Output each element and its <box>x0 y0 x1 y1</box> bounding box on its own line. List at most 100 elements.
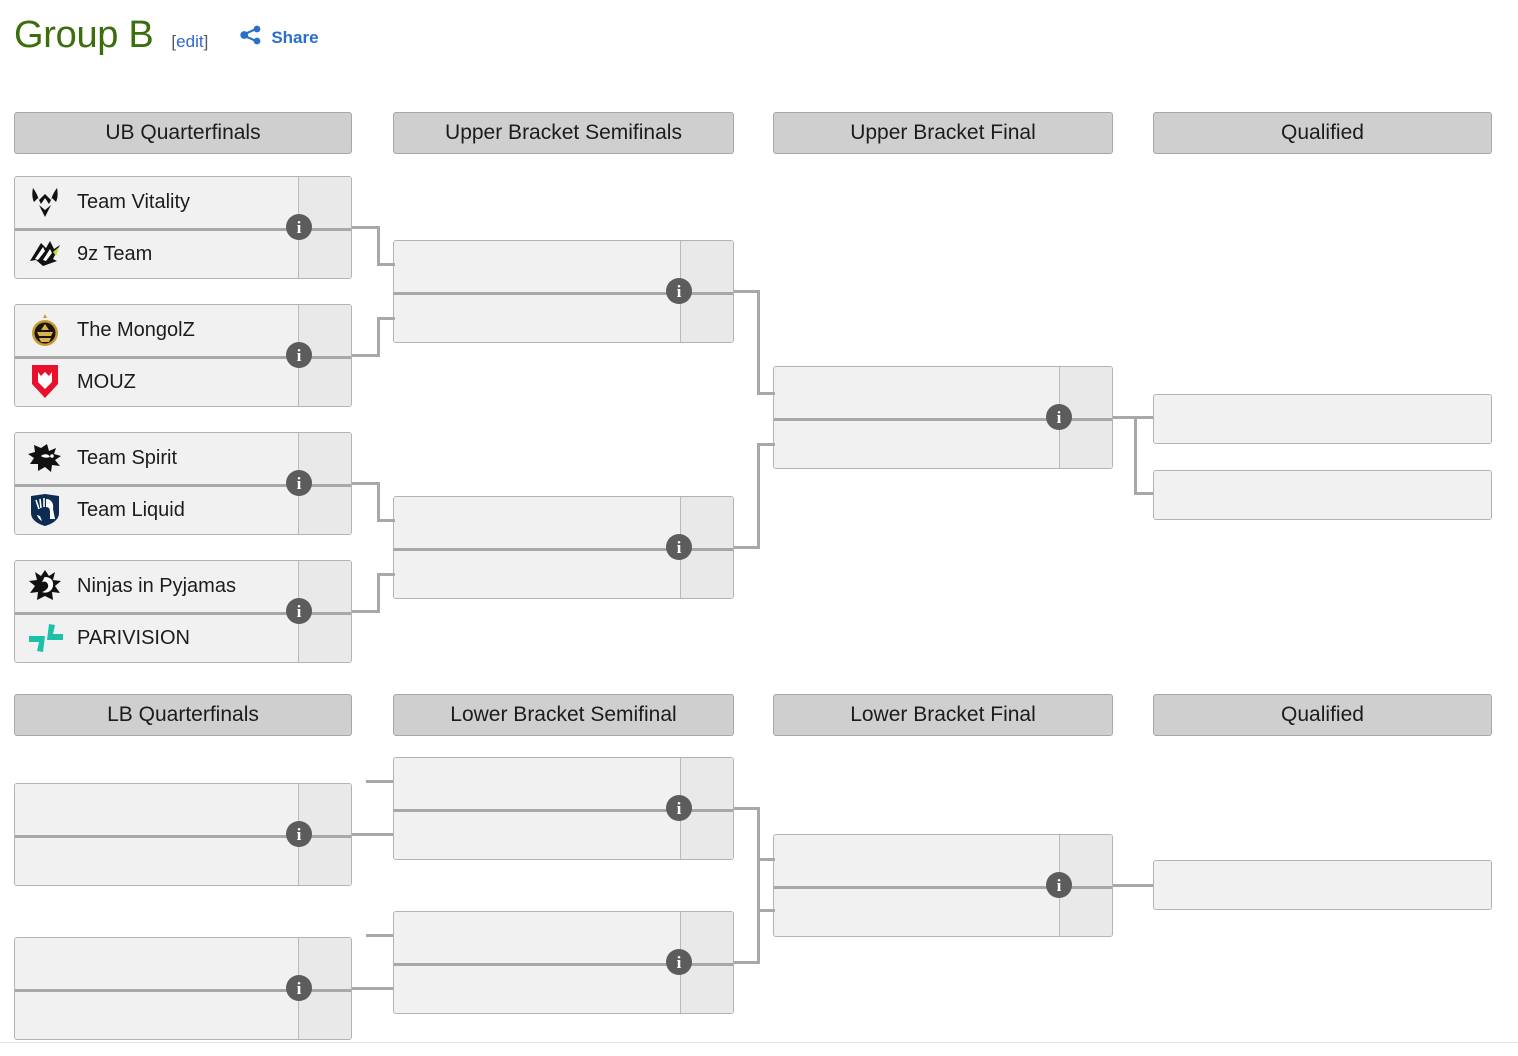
page-title: Group B <box>14 14 154 56</box>
team-cell[interactable] <box>1154 395 1491 443</box>
connector <box>757 290 760 395</box>
score-cell <box>298 991 351 1039</box>
connector <box>377 317 380 357</box>
match-ub-sf-2[interactable] <box>393 496 734 599</box>
team-name: Ninjas in Pyjamas <box>77 574 236 597</box>
team-cell[interactable] <box>394 966 680 1014</box>
team-cell[interactable] <box>394 551 680 599</box>
match-row[interactable] <box>15 938 351 989</box>
connector <box>366 934 393 937</box>
info-icon[interactable]: i <box>286 821 312 847</box>
info-icon[interactable]: i <box>666 534 692 560</box>
share-label: Share <box>271 27 319 47</box>
match-row[interactable]: Ninjas in Pyjamas <box>15 561 351 612</box>
team-name: PARIVISION <box>77 626 190 649</box>
team-cell[interactable]: Team Vitality <box>15 177 298 228</box>
match-row[interactable] <box>394 547 733 599</box>
team-cell[interactable]: The MongolZ <box>15 305 298 356</box>
round-header-lb-final: Lower Bracket Final <box>773 694 1113 736</box>
team-cell[interactable] <box>394 497 680 548</box>
info-icon[interactable]: i <box>666 278 692 304</box>
team-cell[interactable] <box>394 241 680 292</box>
team-cell[interactable]: MOUZ <box>15 359 298 407</box>
match-row[interactable] <box>774 417 1112 469</box>
team-cell[interactable]: Team Spirit <box>15 433 298 484</box>
team-cell[interactable]: Team Liquid <box>15 487 298 535</box>
team-cell[interactable] <box>394 912 680 963</box>
connector <box>757 392 775 395</box>
the-mongolz-logo <box>25 312 65 348</box>
round-header-lb-semifinal: Lower Bracket Semifinal <box>393 694 734 736</box>
round-header-ub-quarterfinals: UB Quarterfinals <box>14 112 352 154</box>
team-cell[interactable] <box>774 421 1059 469</box>
connector <box>757 858 775 861</box>
score-cell <box>298 837 351 885</box>
score-cell <box>680 811 733 859</box>
match-ub-qf-2[interactable]: The MongolZ MOUZ <box>14 304 352 407</box>
connector <box>757 858 760 964</box>
connector <box>352 482 380 485</box>
score-cell <box>298 230 351 278</box>
info-icon[interactable]: i <box>286 470 312 496</box>
team-cell[interactable]: 9z Team <box>15 231 298 279</box>
match-row[interactable] <box>1154 395 1491 443</box>
info-icon[interactable]: i <box>286 214 312 240</box>
team-cell[interactable] <box>1154 471 1491 519</box>
team-cell[interactable] <box>774 889 1059 937</box>
team-name: MOUZ <box>77 370 136 393</box>
team-cell[interactable] <box>15 838 298 886</box>
info-icon[interactable]: i <box>1046 872 1072 898</box>
team-cell[interactable] <box>774 367 1059 418</box>
connector <box>377 263 395 266</box>
edit-label[interactable]: edit <box>176 32 204 51</box>
connector <box>757 909 775 912</box>
parivision-logo <box>25 620 65 656</box>
connector <box>377 519 395 522</box>
team-vitality-logo <box>25 184 65 220</box>
info-icon[interactable]: i <box>286 598 312 624</box>
score-cell <box>680 497 733 548</box>
team-cell[interactable] <box>394 812 680 860</box>
edit-link[interactable]: [edit] <box>171 32 208 52</box>
connector <box>1134 492 1153 495</box>
round-header-lb-quarterfinals: LB Quarterfinals <box>14 694 352 736</box>
connector <box>1113 884 1153 887</box>
connector <box>366 780 393 783</box>
info-icon[interactable]: i <box>286 975 312 1001</box>
info-icon[interactable]: i <box>1046 404 1072 430</box>
team-cell[interactable]: PARIVISION <box>15 615 298 663</box>
qualified-slot-lb-1[interactable] <box>1153 860 1492 910</box>
team-cell[interactable] <box>15 938 298 989</box>
match-lb-qf-1[interactable] <box>14 783 352 886</box>
qualified-slot-ub-2[interactable] <box>1153 470 1492 520</box>
connector <box>1134 416 1137 494</box>
ninjas-in-pyjamas-logo <box>25 568 65 604</box>
edit-bracket-open: [ <box>171 32 177 51</box>
connector <box>352 354 380 357</box>
match-row[interactable] <box>1154 861 1491 909</box>
share-icon <box>240 25 262 50</box>
connector <box>734 546 760 549</box>
info-icon[interactable]: i <box>666 949 692 975</box>
match-row[interactable]: The MongolZ <box>15 305 351 356</box>
info-icon[interactable]: i <box>286 342 312 368</box>
team-cell[interactable] <box>1154 861 1491 909</box>
team-cell[interactable] <box>15 992 298 1040</box>
connector <box>734 807 760 810</box>
team-cell[interactable] <box>774 835 1059 886</box>
team-name: The MongolZ <box>77 318 195 341</box>
team-name: Team Spirit <box>77 446 178 469</box>
team-cell[interactable] <box>15 784 298 835</box>
qualified-slot-ub-1[interactable] <box>1153 394 1492 444</box>
connector <box>734 290 760 293</box>
match-ub-final[interactable] <box>773 366 1113 469</box>
team-cell[interactable] <box>394 295 680 343</box>
match-row[interactable] <box>1154 471 1491 519</box>
team-cell[interactable]: Ninjas in Pyjamas <box>15 561 298 612</box>
round-header-lb-qualified: Qualified <box>1153 694 1492 736</box>
info-icon[interactable]: i <box>666 795 692 821</box>
share-button[interactable]: Share <box>240 25 319 50</box>
mouz-logo <box>25 364 65 400</box>
team-cell[interactable] <box>394 758 680 809</box>
